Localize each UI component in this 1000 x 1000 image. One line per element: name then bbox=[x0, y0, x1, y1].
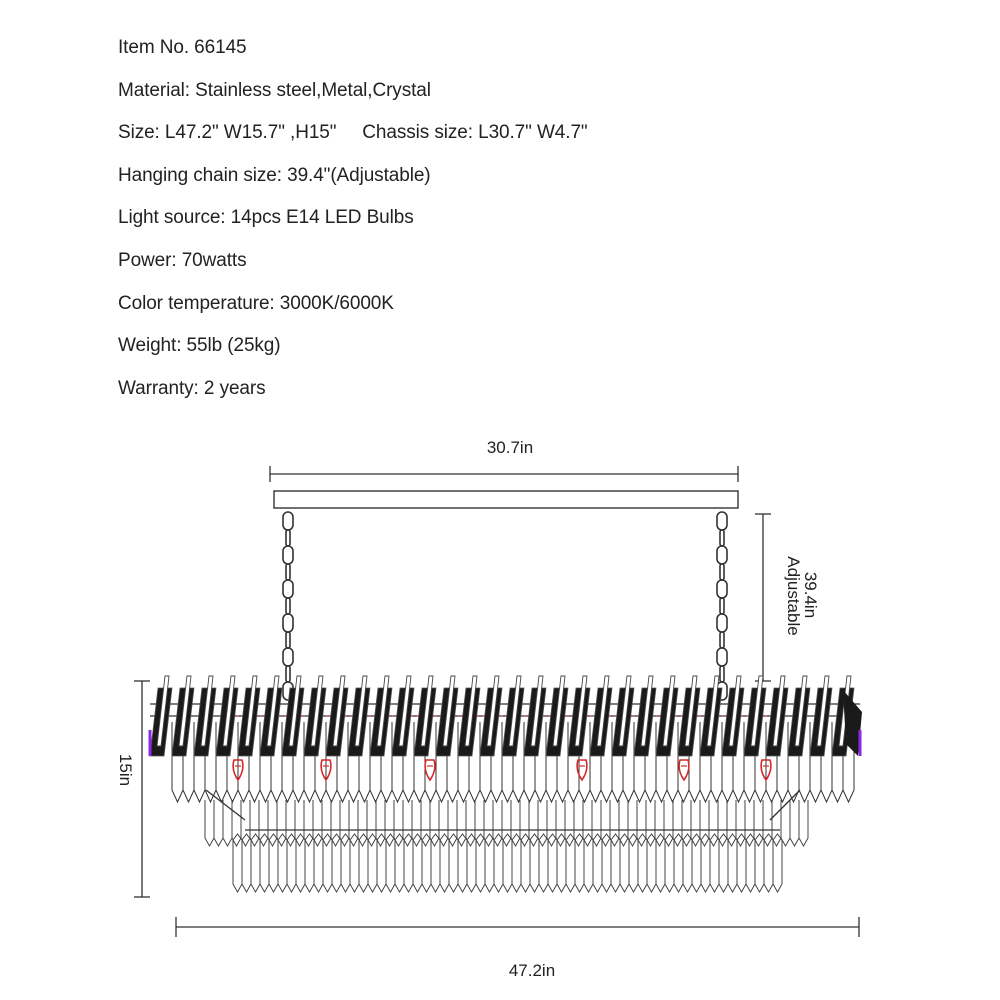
spec-power: Power: 70watts bbox=[118, 249, 247, 271]
height-dimension-line bbox=[134, 680, 150, 898]
length-dimension-line bbox=[175, 917, 860, 937]
spec-warranty: Warranty: 2 years bbox=[118, 377, 266, 399]
spec-chain-size: Hanging chain size: 39.4"(Adjustable) bbox=[118, 164, 431, 186]
chassis-width-label: 30.7in bbox=[486, 438, 534, 457]
spec-color-temperature: Color temperature: 3000K/6000K bbox=[118, 292, 394, 314]
lower-crystal-tier bbox=[232, 833, 783, 894]
chain-dimension-line bbox=[755, 513, 771, 682]
hanging-chains bbox=[282, 511, 728, 701]
chain-adjustable-label: Adjustable bbox=[784, 556, 803, 636]
chassis-dimension-line bbox=[269, 466, 739, 482]
spec-weight: Weight: 55lb (25kg) bbox=[118, 335, 281, 357]
spec-list: Item No. 66145 Material: Stainless steel… bbox=[118, 34, 588, 417]
chandelier-diagram bbox=[134, 466, 862, 937]
spec-material: Material: Stainless steel,Metal,Crystal bbox=[118, 79, 431, 101]
spec-size: Size: L47.2" W15.7" ,H15" Chassis size: … bbox=[118, 122, 588, 144]
spec-item-number: Item No. 66145 bbox=[118, 37, 247, 58]
spec-light-source: Light source: 14pcs E14 LED Bulbs bbox=[118, 207, 414, 229]
chain-length-label: 39.4in bbox=[801, 571, 820, 619]
upper-crystal-tier bbox=[171, 722, 855, 804]
top-crystal-row bbox=[148, 675, 862, 757]
middle-crystal-tier bbox=[204, 800, 809, 848]
canopy bbox=[273, 490, 739, 509]
overall-length-label: 47.2in bbox=[508, 961, 556, 980]
height-label: 15in bbox=[116, 753, 135, 787]
